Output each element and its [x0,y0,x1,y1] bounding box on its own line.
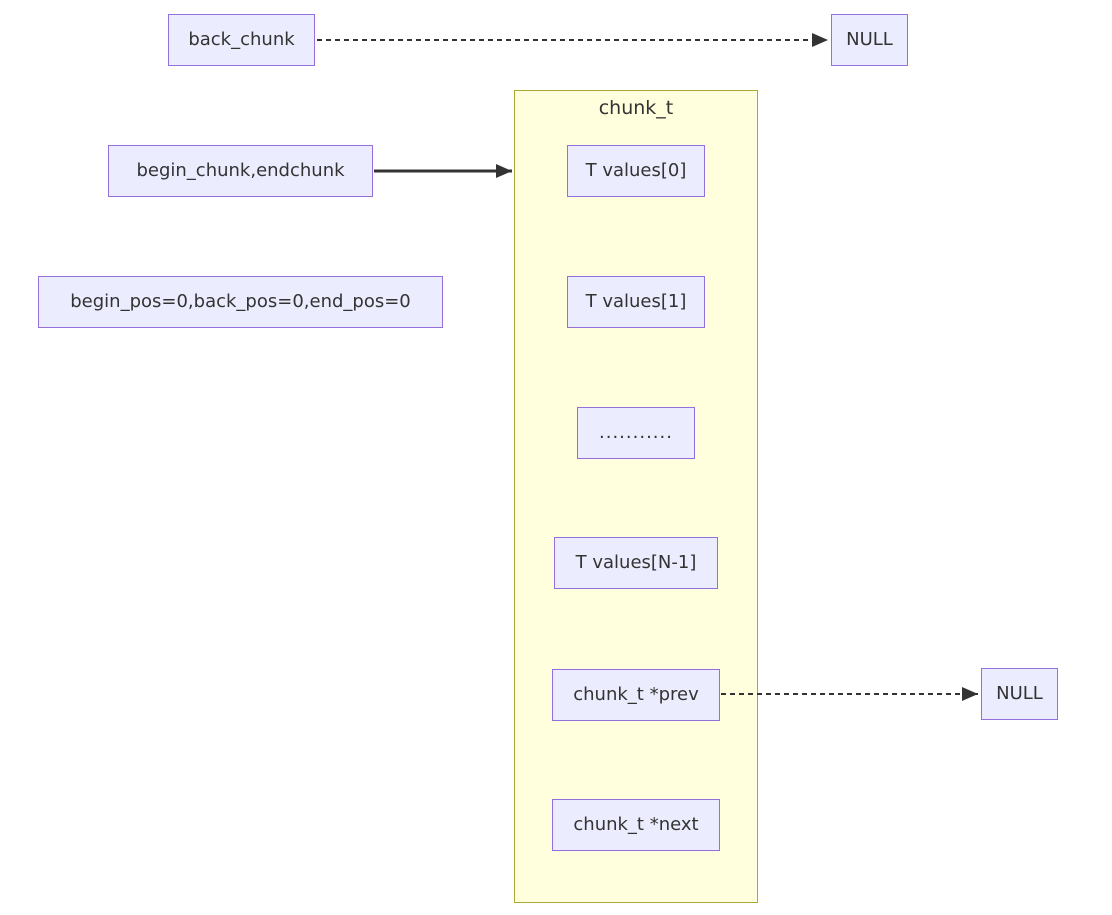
node-null-right: NULL [981,668,1058,720]
node-t-values-1: T values[1] [567,276,705,328]
node-null-top: NULL [831,14,908,66]
cluster-title: chunk_t [598,97,674,119]
node-t-values-0: T values[0] [567,145,705,197]
node-back-chunk: back_chunk [168,14,315,66]
node-begin-pos: begin_pos=0,back_pos=0,end_pos=0 [38,276,443,328]
node-chunk-t-prev: chunk_t *prev [552,669,720,721]
node-chunk-t-next: chunk_t *next [552,799,720,851]
node-begin-chunk-endchunk: begin_chunk,endchunk [108,145,373,197]
cluster-chunk-t [514,90,758,903]
node-t-values-n-1: T values[N-1] [554,537,718,589]
node-ellipsis: ........... [577,407,695,459]
